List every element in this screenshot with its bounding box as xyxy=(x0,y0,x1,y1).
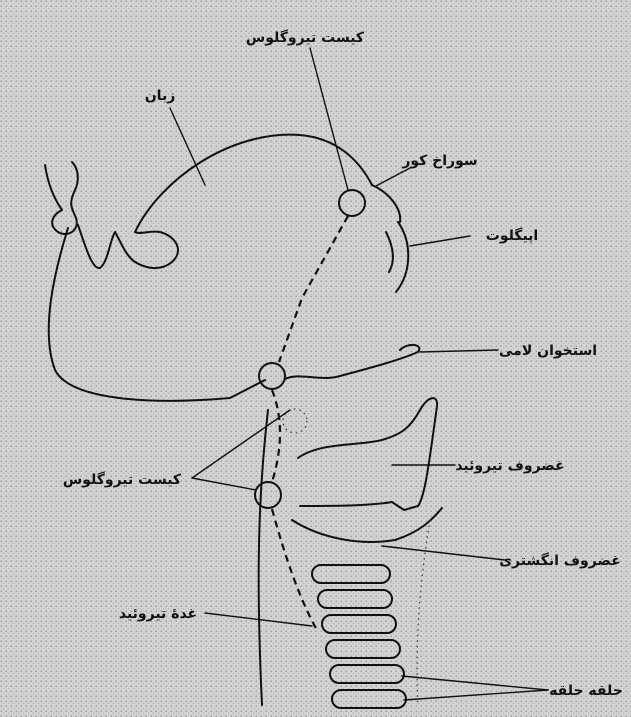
label-thyroid-gland: غدهٔ تیروئید xyxy=(119,606,197,622)
label-thyroglossal-cyst-left: کیست تیروگلوس xyxy=(63,471,182,488)
label-cricoid-cartilage: غضروف انگشتری xyxy=(499,552,621,569)
label-hyoid-bone: استخوان لامی xyxy=(499,343,597,359)
label-epiglottis: اپیگلوت xyxy=(486,227,538,244)
label-foramen-cecum: سوراخ کور xyxy=(401,153,477,169)
label-tongue: زبان xyxy=(145,88,176,104)
label-rings: حلقه حلقه xyxy=(549,683,623,699)
label-thyroid-cartilage: غضروف تیروئید xyxy=(455,458,564,474)
label-thyroglossal-cyst-top: کیست تیروگلوس xyxy=(246,29,365,46)
